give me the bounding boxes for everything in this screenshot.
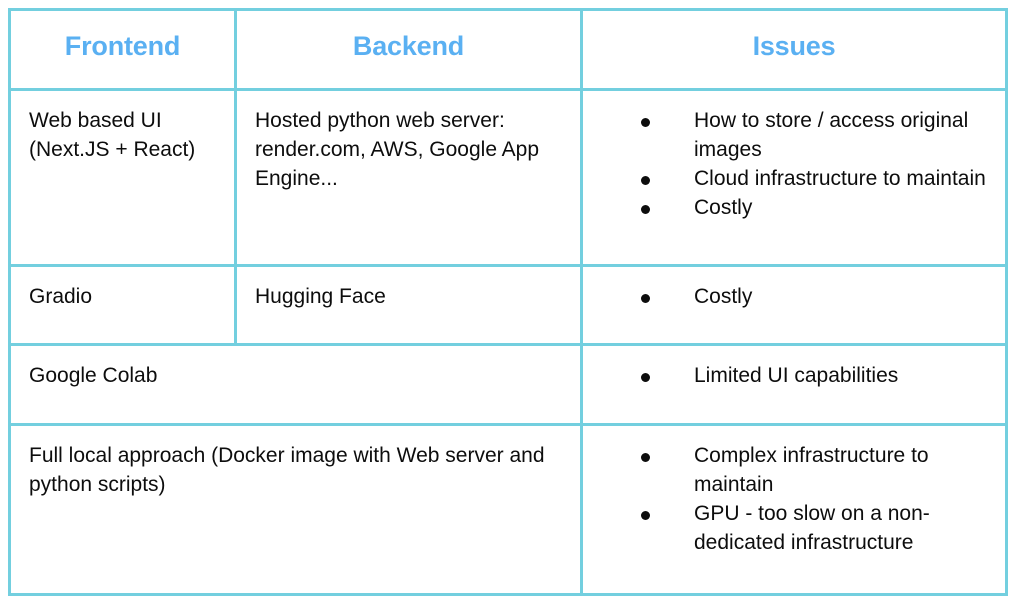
list-item: Costly <box>601 194 987 223</box>
table-row: Full local approach (Docker image with W… <box>8 423 1008 596</box>
cell-frontend-backend-merged-inner: Google Colab <box>11 346 580 405</box>
bullet-icon <box>641 372 650 382</box>
list-item: Cloud infrastructure to maintain <box>601 165 987 194</box>
cell-issues-inner: Complex infrastructure to maintain GPU -… <box>583 426 1005 572</box>
cell-frontend-backend-merged: Full local approach (Docker image with W… <box>8 423 583 596</box>
list-item: Costly <box>601 283 987 312</box>
column-header-issues: Issues <box>580 8 1008 91</box>
column-header-backend-label: Backend <box>352 31 465 61</box>
cell-frontend-text: Gradio <box>29 285 93 308</box>
bullet-icon <box>641 510 650 520</box>
cell-backend: Hosted python web server: render.com, AW… <box>234 88 583 267</box>
bullet-icon <box>641 293 650 303</box>
table-row: Web based UI (Next.JS + React) Hosted py… <box>8 88 1008 267</box>
cell-backend-text: Hugging Face <box>255 285 386 308</box>
cell-issues: How to store / access original images Cl… <box>580 88 1008 267</box>
comparison-table-container: Frontend Backend Issues <box>8 8 1008 596</box>
list-item: How to store / access original images <box>601 107 987 165</box>
column-header-frontend-label: Frontend <box>64 31 181 61</box>
cell-backend-inner: Hosted python web server: render.com, AW… <box>237 91 580 208</box>
cell-issues: Limited UI capabilities <box>580 343 1008 426</box>
cell-backend-text: Hosted python web server: render.com, AW… <box>255 109 540 190</box>
cell-frontend-inner: Gradio <box>11 267 234 326</box>
list-item-text: Cloud infrastructure to maintain <box>694 166 986 190</box>
list-item: Limited UI capabilities <box>601 362 987 391</box>
cell-frontend: Web based UI (Next.JS + React) <box>8 88 237 267</box>
list-item-text: GPU - too slow on a non-dedicated infras… <box>694 501 930 554</box>
table-header: Frontend Backend Issues <box>8 8 1008 91</box>
cell-frontend-inner: Web based UI (Next.JS + React) <box>11 91 234 179</box>
column-header-backend-inner: Backend <box>237 11 580 78</box>
list-item: Complex infrastructure to maintain <box>601 442 987 500</box>
bullet-icon <box>641 117 650 127</box>
cell-issues: Costly <box>580 264 1008 346</box>
list-item: GPU - too slow on a non-dedicated infras… <box>601 500 987 558</box>
issues-list: Costly <box>601 283 987 312</box>
table-body: Web based UI (Next.JS + React) Hosted py… <box>8 88 1008 596</box>
cell-frontend-backend-merged: Google Colab <box>8 343 583 426</box>
table-header-row: Frontend Backend Issues <box>8 8 1008 91</box>
bullet-icon <box>641 175 650 185</box>
cell-issues: Complex infrastructure to maintain GPU -… <box>580 423 1008 596</box>
list-item-text: How to store / access original images <box>694 109 969 161</box>
cell-frontend: Gradio <box>8 264 237 346</box>
cell-backend-inner: Hugging Face <box>237 267 580 326</box>
cell-issues-inner: Costly <box>583 267 1005 326</box>
column-header-issues-label: Issues <box>752 31 836 61</box>
bullet-icon <box>641 204 650 214</box>
bullet-icon <box>641 452 650 462</box>
issues-list: Limited UI capabilities <box>601 362 987 391</box>
column-header-backend: Backend <box>234 8 583 91</box>
cell-issues-inner: Limited UI capabilities <box>583 346 1005 405</box>
table-row: Gradio Hugging Face Costly <box>8 264 1008 346</box>
list-item-text: Complex infrastructure to maintain <box>694 444 929 496</box>
issues-list: Complex infrastructure to maintain GPU -… <box>601 442 987 558</box>
table-row: Google Colab Limited UI capabilities <box>8 343 1008 426</box>
column-header-frontend-inner: Frontend <box>11 11 234 78</box>
issues-list: How to store / access original images Cl… <box>601 107 987 223</box>
column-header-frontend: Frontend <box>8 8 237 91</box>
comparison-table: Frontend Backend Issues <box>8 8 1008 596</box>
cell-issues-inner: How to store / access original images Cl… <box>583 91 1005 237</box>
cell-frontend-text: Full local approach (Docker image with W… <box>29 444 545 496</box>
column-header-issues-inner: Issues <box>583 11 1005 78</box>
cell-frontend-backend-merged-inner: Full local approach (Docker image with W… <box>11 426 580 514</box>
list-item-text: Costly <box>694 285 753 308</box>
list-item-text: Limited UI capabilities <box>694 364 899 387</box>
list-item-text: Costly <box>694 195 753 219</box>
cell-backend: Hugging Face <box>234 264 583 346</box>
cell-frontend-text: Web based UI (Next.JS + React) <box>29 109 196 161</box>
cell-frontend-text: Google Colab <box>29 364 158 387</box>
